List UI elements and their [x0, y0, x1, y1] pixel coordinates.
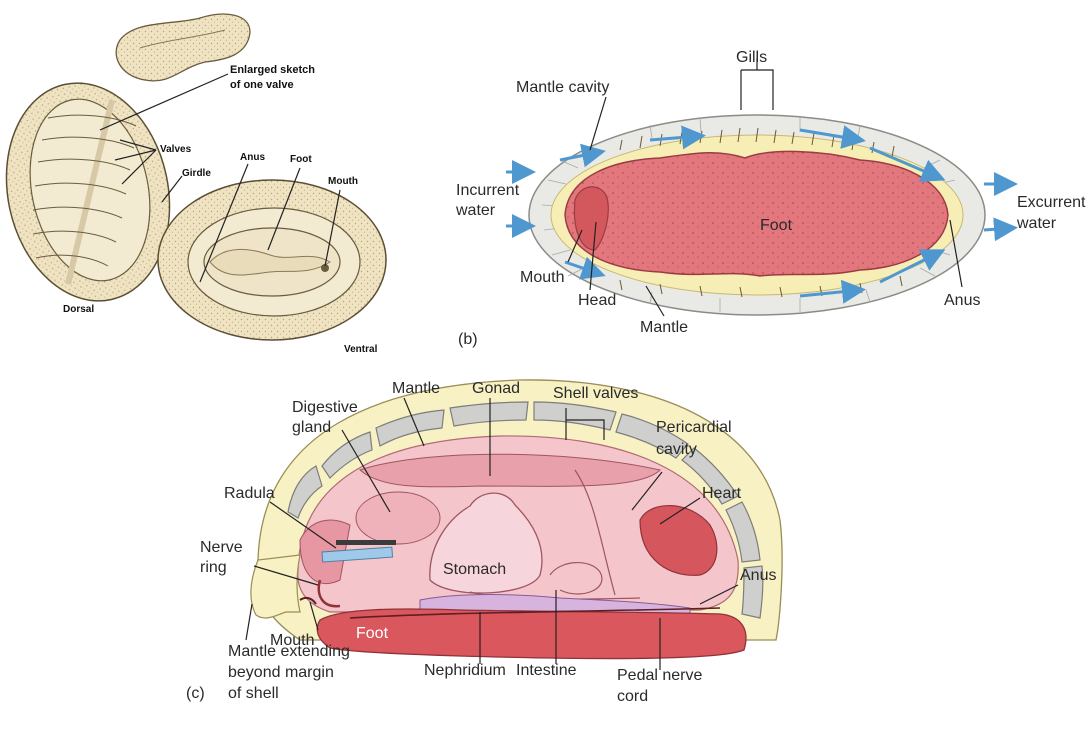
label-nerve: Nerve — [200, 539, 243, 556]
label-pericardial-cavity: cavity — [656, 441, 697, 458]
label-mouth-b: Mouth — [520, 269, 564, 286]
label-shell-valves: Shell valves — [553, 385, 638, 402]
label-panel-c: (c) — [186, 685, 205, 702]
label-cord: cord — [617, 688, 648, 705]
leader-mantle-ext — [246, 604, 252, 640]
label-head-b: Head — [578, 292, 616, 309]
label-girdle: Girdle — [182, 168, 211, 179]
mantle-extension — [251, 555, 300, 618]
label-mantle-cavity: Mantle cavity — [516, 79, 609, 96]
label-gills: Gills — [736, 49, 767, 66]
label-panel-b: (b) — [458, 331, 478, 348]
leader-gills-bracket — [741, 70, 773, 110]
label-heart: Heart — [702, 485, 742, 502]
label-gonad: Gonad — [472, 380, 520, 397]
foot-b — [565, 151, 948, 276]
label-of-shell: of shell — [228, 685, 279, 702]
label-stomach: Stomach — [443, 561, 506, 578]
label-nerve-ring: ring — [200, 559, 227, 576]
panel-c-sagittal-section: Digestive gland Mantle Gonad Shell valve… — [186, 380, 782, 705]
ventral-view-chiton — [158, 180, 386, 340]
label-incurrent: Incurrent — [456, 182, 520, 199]
label-mantle-c: Mantle — [392, 380, 440, 397]
label-excurrent: Excurrent — [1017, 194, 1086, 211]
label-ventral: Ventral — [344, 344, 378, 355]
label-incurrent-water: water — [455, 202, 496, 219]
label-intestine: Intestine — [516, 662, 577, 679]
label-radula: Radula — [224, 485, 275, 502]
label-foot-c: Foot — [356, 625, 389, 642]
label-pedal-nerve: Pedal nerve — [617, 667, 702, 684]
panel-a-dorsal-ventral-views: Enlarged sketch of one valve Valves Gird… — [0, 14, 386, 355]
label-digestive-gland: gland — [292, 419, 331, 436]
label-nephridium: Nephridium — [424, 662, 506, 679]
label-beyond-margin: beyond margin — [228, 664, 334, 681]
label-valves: Valves — [160, 144, 192, 155]
label-anus-b: Anus — [944, 292, 980, 309]
label-pericardial: Pericardial — [656, 419, 732, 436]
label-dorsal: Dorsal — [63, 304, 94, 315]
label-enlarged-sketch: Enlarged sketch — [230, 64, 315, 76]
label-excurrent-water: water — [1016, 215, 1057, 232]
label-digestive: Digestive — [292, 399, 358, 416]
label-of-one-valve: of one valve — [230, 79, 294, 91]
label-mantle-b: Mantle — [640, 319, 688, 336]
label-mouth-a: Mouth — [328, 176, 358, 187]
label-mantle-extending: Mantle extending — [228, 643, 350, 660]
panel-b-cross-section: Gills Mantle cavity Incurrent water Excu… — [455, 49, 1086, 348]
label-anus-a: Anus — [240, 152, 265, 163]
digestive-gland — [356, 492, 440, 544]
label-foot-b: Foot — [760, 217, 793, 234]
label-foot-a: Foot — [290, 154, 312, 165]
label-anus-c: Anus — [740, 567, 776, 584]
